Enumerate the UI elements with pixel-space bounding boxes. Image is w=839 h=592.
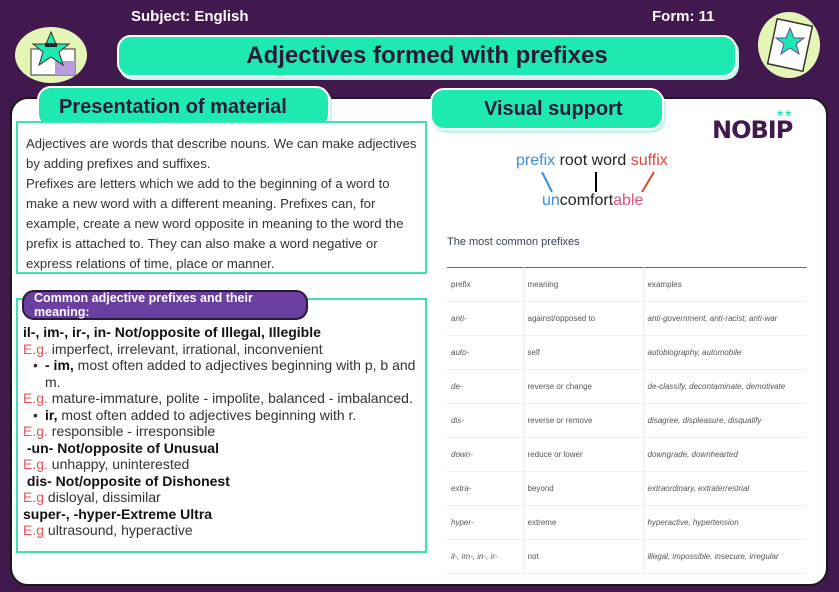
table-cell: hyper-: [447, 505, 523, 540]
prefix-heading: super-, -hyper-Extreme Ultra: [23, 505, 213, 522]
logo-stars-icon: ★★: [776, 108, 793, 118]
prefixes-label: Common adjective prefixes and their mean…: [22, 290, 308, 320]
header-cell: prefix: [447, 267, 523, 302]
word-diagram: prefix root word suffix uncomfortable: [516, 152, 686, 210]
example-text: responsible - irresponsible: [51, 423, 216, 439]
table-cell: self: [522, 335, 643, 370]
eg-label: E.g.: [23, 456, 48, 472]
subject-label: Subject: English: [131, 8, 249, 25]
table-cell: autobiography, automobile: [642, 335, 807, 370]
table-cell: down-: [447, 437, 523, 472]
table-cell: beyond: [522, 471, 643, 506]
prefix-heading: il-, im-, ir-, in- Not/opposite of Illeg…: [23, 324, 321, 340]
bullet-item: ir, most often added to adjectives begin…: [23, 407, 420, 424]
bullet-text: most often added to adjectives beginning…: [57, 406, 357, 423]
diagram-root: root word: [559, 152, 627, 169]
diagram-prefix: prefix: [516, 152, 556, 169]
table-cell: downgrade, downhearted: [642, 437, 807, 472]
table-cell: auto-: [447, 335, 523, 370]
diagram-comfort: comfort: [559, 192, 614, 209]
table-cell: not: [522, 539, 643, 574]
table-cell: anti-government, anti-racist, anti-war: [642, 301, 807, 336]
example-text: imperfect, irrelevant, irrational, incon…: [51, 340, 323, 357]
table-cell: against/opposed to: [522, 301, 643, 336]
intro-paragraph: Prefixes are letters which we add to the…: [26, 176, 404, 271]
eg-label: E.g: [23, 489, 45, 505]
bullet-item: - im, most often added to adjectives beg…: [23, 357, 420, 390]
table-cell: il-, im-, in-, ir-: [447, 539, 523, 574]
table-cell: anti-: [447, 301, 523, 336]
page-title: Adjectives formed with prefixes: [117, 35, 737, 77]
nobip-logo: NOBIP: [712, 116, 793, 144]
table-cell: extraordinary, extraterrestrial: [642, 471, 807, 506]
eg-label: E.g.: [23, 423, 48, 439]
bullet-text: most often added to adjectives beginning…: [45, 357, 416, 390]
example-text: disloyal, dissimilar: [47, 489, 161, 505]
table-cell: reverse or remove: [522, 403, 643, 438]
table-cell: de-: [447, 369, 523, 404]
header-cell: examples: [642, 267, 807, 302]
tab-presentation-label: Presentation of material: [59, 95, 287, 118]
prefix-heading: -un- Not/opposite of Unusual: [26, 439, 219, 456]
arrows-icon: [541, 171, 655, 193]
table-cell: extra-: [447, 471, 523, 506]
bullet-bold: - im,: [45, 357, 74, 373]
books-star-icon: [15, 27, 87, 83]
eg-label: E.g.: [23, 390, 48, 406]
diagram-un: un: [542, 192, 560, 209]
prefixes-box: il-, im-, ir-, in- Not/opposite of Illeg…: [16, 298, 427, 553]
prefix-heading: dis- Not/opposite of Dishonest: [26, 472, 230, 489]
table-cell: hyperactive, hypertension: [642, 505, 807, 540]
bullet-bold: ir,: [45, 406, 58, 423]
eg-label: E.g: [23, 522, 45, 538]
table-cell: dis-: [447, 403, 523, 438]
diagram-able: able: [613, 192, 644, 209]
tab-visual-support[interactable]: Visual support: [430, 88, 664, 130]
table-cell: reverse or change: [522, 369, 643, 404]
diagram-suffix: suffix: [630, 152, 668, 169]
eg-label: E.g.: [23, 340, 48, 357]
table-cell: extreme: [522, 505, 643, 540]
table-cell: disagree, displeasure, disqualify: [642, 403, 807, 438]
table-cell: reduce or lower: [522, 437, 643, 472]
intro-box: Adjectives are words that describe nouns…: [16, 121, 427, 274]
tab-visual-label: Visual support: [484, 97, 623, 120]
intro-paragraph: Adjectives are words that describe nouns…: [26, 136, 417, 171]
form-label: Form: 11: [652, 8, 715, 25]
table-caption: The most common prefixes: [447, 236, 580, 248]
table-cell: illegal, impossible, insecure, irregular: [642, 539, 807, 574]
example-text: mature-immature, polite - impolite, bala…: [51, 390, 413, 406]
clipboard-star-icon: [758, 12, 820, 78]
example-text: unhappy, uninterested: [51, 456, 190, 472]
header-cell: meaning: [522, 267, 643, 302]
table-cell: de-classify, decontaminate, demotivate: [642, 369, 807, 404]
example-text: ultrasound, hyperactive: [47, 522, 193, 538]
